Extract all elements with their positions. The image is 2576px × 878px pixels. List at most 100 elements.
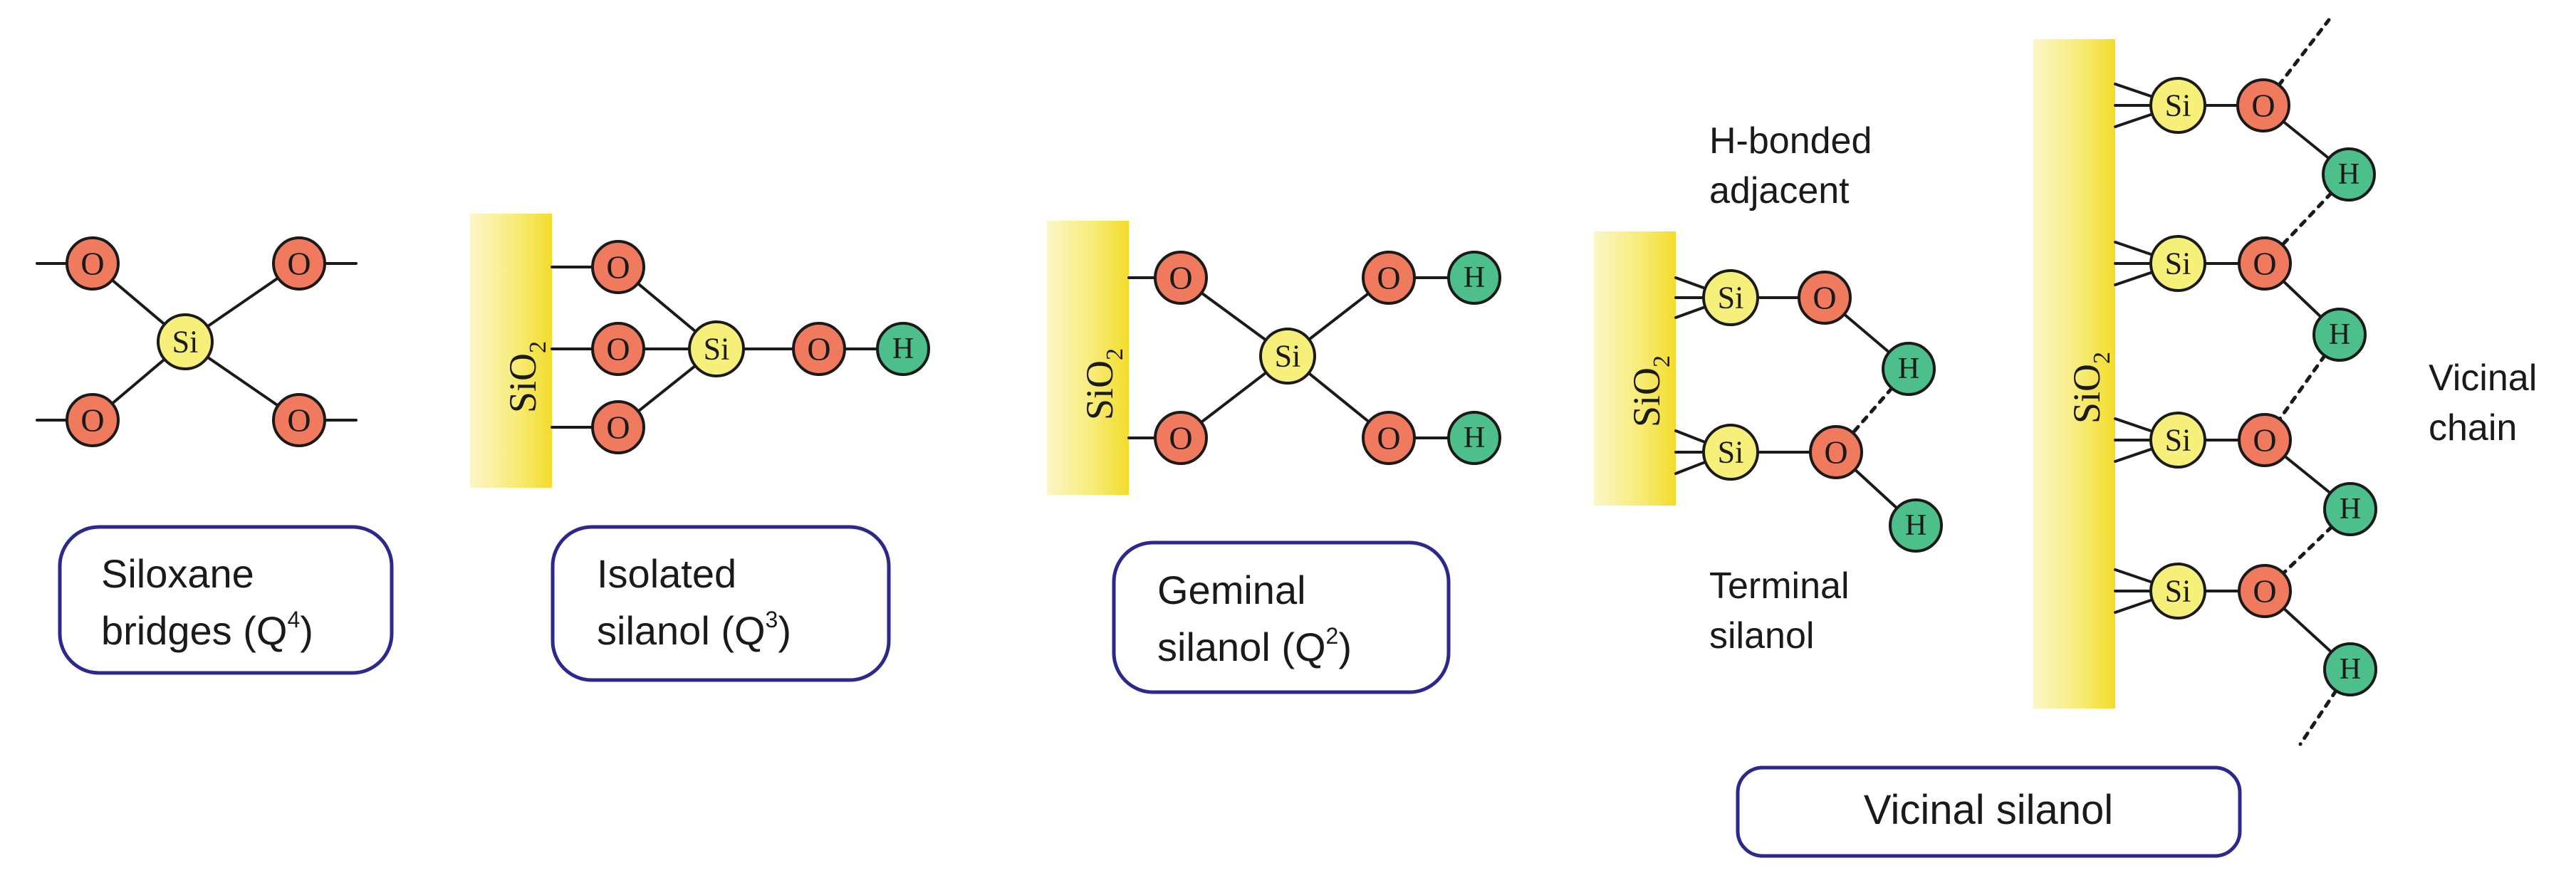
hydrogen-atom: H <box>2323 482 2377 536</box>
svg-text:Si: Si <box>1718 281 1744 315</box>
oxygen-atom: O <box>1154 411 1208 465</box>
svg-text:O: O <box>606 331 630 367</box>
svg-text:O: O <box>1377 420 1400 456</box>
label-line-2: silanol <box>1709 615 1814 657</box>
silica-surface <box>470 214 552 488</box>
svg-text:O: O <box>80 402 104 439</box>
caption-line-1: Siloxane <box>101 551 254 596</box>
isolated-silanol-structure: SiO2 O O O Si O H <box>470 214 930 488</box>
silicon-atom: Si <box>2149 77 2206 134</box>
hydrogen-atom: H <box>876 322 930 376</box>
svg-text:H: H <box>2340 653 2361 686</box>
caption-line-2: silanol (Q3) <box>597 607 791 653</box>
silicon-atom: Si <box>1259 328 1316 385</box>
label-line-2: adjacent <box>1709 170 1850 211</box>
svg-text:Si: Si <box>2165 88 2191 123</box>
hydrogen-atom: H <box>2312 308 2367 362</box>
svg-text:Si: Si <box>2165 423 2191 458</box>
svg-text:O: O <box>2253 573 2276 610</box>
label-line-1: Terminal <box>1709 565 1850 607</box>
geminal-silanol-structure: SiO2 O O Si O O H H <box>1047 221 1501 495</box>
silicon-atom: Si <box>157 313 214 370</box>
silica-surface <box>2033 39 2115 709</box>
caption-line-2: silanol (Q2) <box>1157 623 1352 669</box>
silicon-atom: Si <box>688 320 745 377</box>
svg-text:O: O <box>1169 260 1192 296</box>
svg-text:O: O <box>807 331 830 367</box>
hydrogen-atom: H <box>1447 411 1501 465</box>
oxygen-atom: O <box>591 322 645 376</box>
svg-text:O: O <box>1169 420 1192 456</box>
hydrogen-atom: H <box>1882 342 1936 396</box>
label-line-1: Vicinal <box>2429 357 2537 399</box>
oxygen-atom: O <box>272 236 326 291</box>
caption-vicinal: Vicinal silanol <box>1736 765 2242 858</box>
vicinal-chain-structure: SiO2 Si O H Si O H <box>2033 18 2377 746</box>
svg-text:Si: Si <box>172 325 199 360</box>
svg-text:H: H <box>1464 261 1485 294</box>
sio2-label: SiO2 <box>501 341 551 413</box>
svg-text:O: O <box>1377 260 1400 296</box>
hydrogen-atom: H <box>1889 498 1943 553</box>
oxygen-atom: O <box>2238 413 2292 467</box>
svg-text:Si: Si <box>1275 339 1301 374</box>
caption-isolated: Isolated silanol (Q3) <box>551 525 891 682</box>
oxygen-atom: O <box>591 400 645 454</box>
svg-text:Si: Si <box>1718 435 1744 470</box>
siloxane-structure: Si O O O O <box>36 236 358 447</box>
svg-text:H: H <box>1898 352 1919 385</box>
svg-text:O: O <box>2253 422 2276 459</box>
hydrogen-atom: H <box>2323 642 2377 696</box>
svg-text:O: O <box>80 246 104 282</box>
svg-text:H: H <box>892 333 914 365</box>
caption-line-1: Geminal <box>1157 568 1306 612</box>
silicon-atom: Si <box>1702 424 1759 481</box>
svg-text:H: H <box>1464 422 1485 454</box>
oxygen-atom: O <box>66 236 120 291</box>
svg-text:Si: Si <box>2165 574 2191 609</box>
svg-text:O: O <box>606 409 630 446</box>
silica-surface <box>1047 221 1129 495</box>
svg-text:O: O <box>2251 88 2275 124</box>
hydrogen-atom: H <box>1447 251 1501 305</box>
oxygen-atom: O <box>66 393 120 447</box>
oxygen-atom: O <box>1798 271 1852 325</box>
svg-text:H: H <box>2338 158 2359 191</box>
svg-text:O: O <box>287 246 311 282</box>
oxygen-atom: O <box>272 393 326 447</box>
silicon-atom: Si <box>1702 269 1759 326</box>
sio2-label: SiO2 <box>2065 352 2115 424</box>
svg-text:O: O <box>287 402 311 439</box>
oxygen-atom: O <box>1154 251 1208 305</box>
svg-text:Si: Si <box>2165 246 2191 281</box>
oxygen-atom: O <box>1809 425 1863 479</box>
caption-line-1: Isolated <box>597 551 736 596</box>
oxygen-atom: O <box>1362 251 1416 305</box>
svg-text:H: H <box>2340 493 2361 526</box>
hbonded-adjacent-structure: SiO2 Si O H Si O H <box>1594 231 1943 553</box>
sio2-label: SiO2 <box>1078 348 1128 420</box>
oxygen-atom: O <box>792 322 846 376</box>
oxygen-atom: O <box>1362 411 1416 465</box>
caption-text: Vicinal silanol <box>1864 787 2113 833</box>
caption-geminal: Geminal silanol (Q2) <box>1112 540 1451 694</box>
sio2-label: SiO2 <box>1625 355 1675 427</box>
svg-text:H: H <box>2329 318 2350 351</box>
terminal-silanol-label: Terminal silanol <box>1709 565 1850 657</box>
caption-siloxane: Siloxane bridges (Q4) <box>58 525 394 675</box>
svg-text:H: H <box>1905 509 1926 542</box>
oxygen-atom: O <box>2236 78 2290 132</box>
svg-text:O: O <box>1813 280 1836 316</box>
svg-text:Si: Si <box>704 332 730 367</box>
hbonded-adjacent-label: H-bonded adjacent <box>1709 120 1872 211</box>
oxygen-atom: O <box>2238 564 2292 618</box>
label-line-2: chain <box>2429 407 2517 449</box>
hydrogen-atom: H <box>2322 147 2376 202</box>
svg-text:O: O <box>2253 246 2276 282</box>
svg-text:O: O <box>606 249 630 286</box>
silica-surface <box>1594 231 1676 506</box>
caption-line-2: bridges (Q4) <box>101 607 313 653</box>
oxygen-atom: O <box>591 240 645 294</box>
silicon-atom: Si <box>2149 235 2206 292</box>
